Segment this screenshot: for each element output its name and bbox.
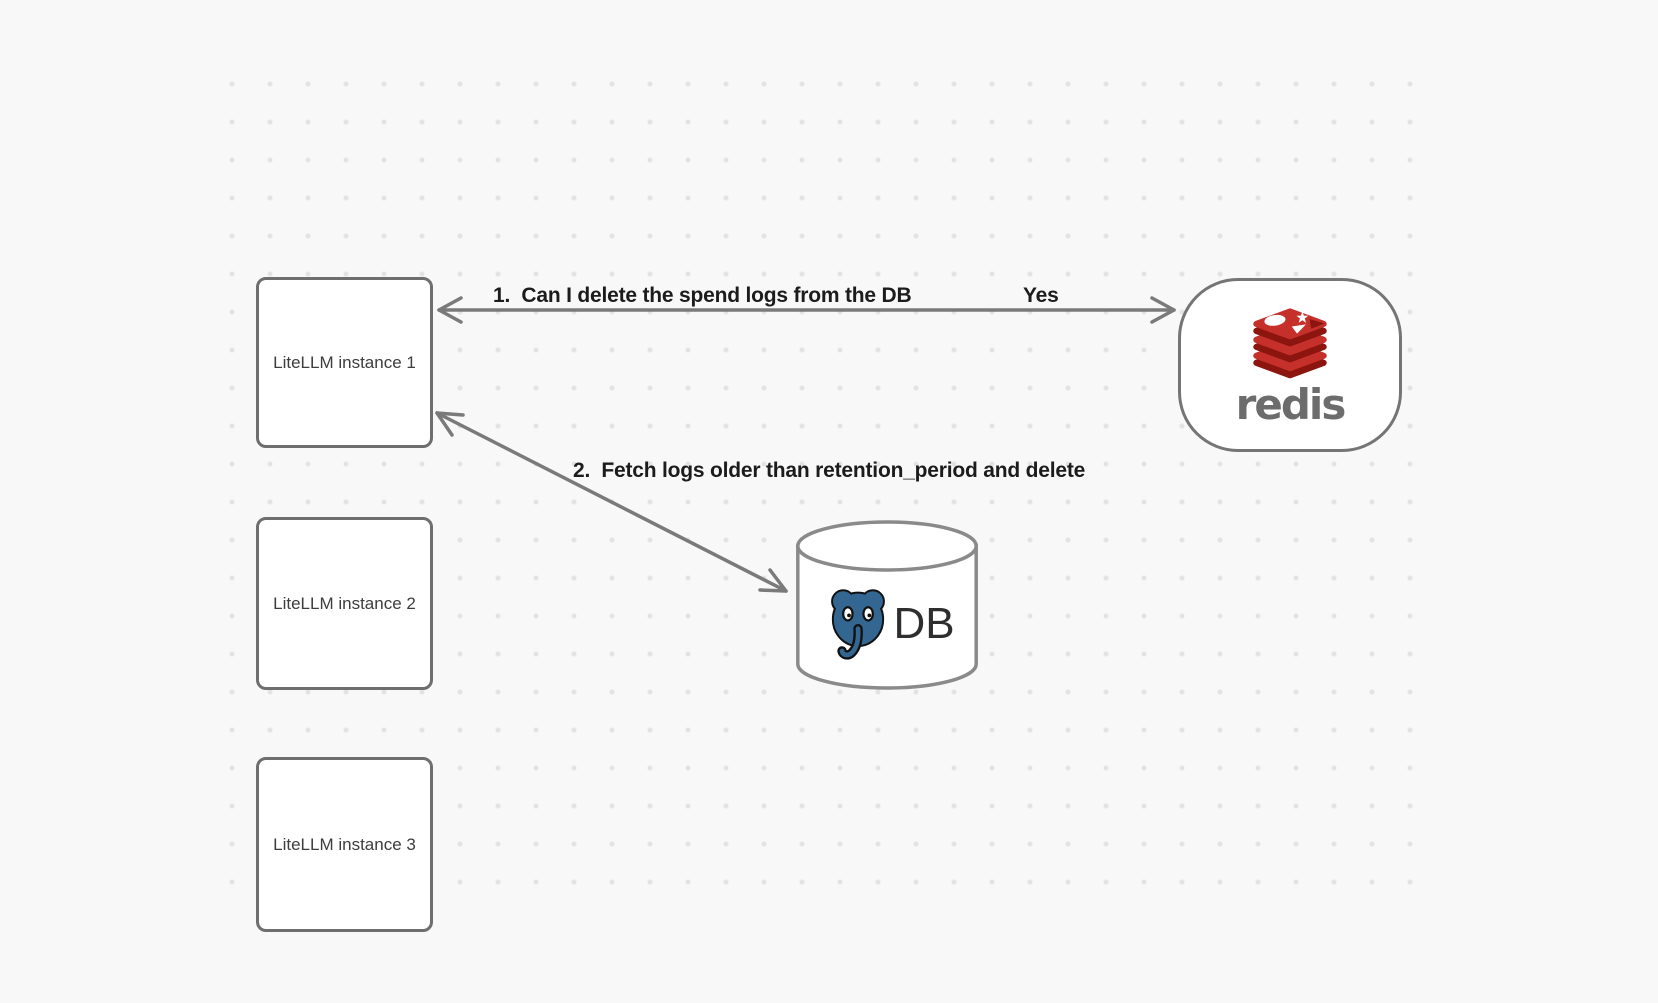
redis-logo-icon [1253,308,1327,379]
redis-wordmark: redis [1235,380,1347,430]
database-node-content[interactable]: DB [800,582,974,666]
litellm-instance-1-label: LiteLLM instance 1 [273,352,416,372]
arrow-instance1-db[interactable] [435,411,788,593]
arrow2-label[interactable]: 2. Fetch logs older than retention_perio… [573,459,1086,482]
litellm-instance-3-label: LiteLLM instance 3 [273,834,416,854]
postgresql-elephant-icon [831,589,886,660]
litellm-instance-3-node[interactable]: LiteLLM instance 3 [256,757,433,932]
litellm-instance-1-node[interactable]: LiteLLM instance 1 [256,277,433,448]
litellm-instance-2-node[interactable]: LiteLLM instance 2 [256,517,433,690]
arrow1-label[interactable]: 1. Can I delete the spend logs from the … [493,284,912,307]
arrow-instance1-redis[interactable] [437,296,1176,324]
arrow1-response-label[interactable]: Yes [1023,284,1059,307]
litellm-instance-2-label: LiteLLM instance 2 [273,593,416,613]
redis-node[interactable]: redis [1178,278,1402,452]
db-label: DB [893,599,955,648]
